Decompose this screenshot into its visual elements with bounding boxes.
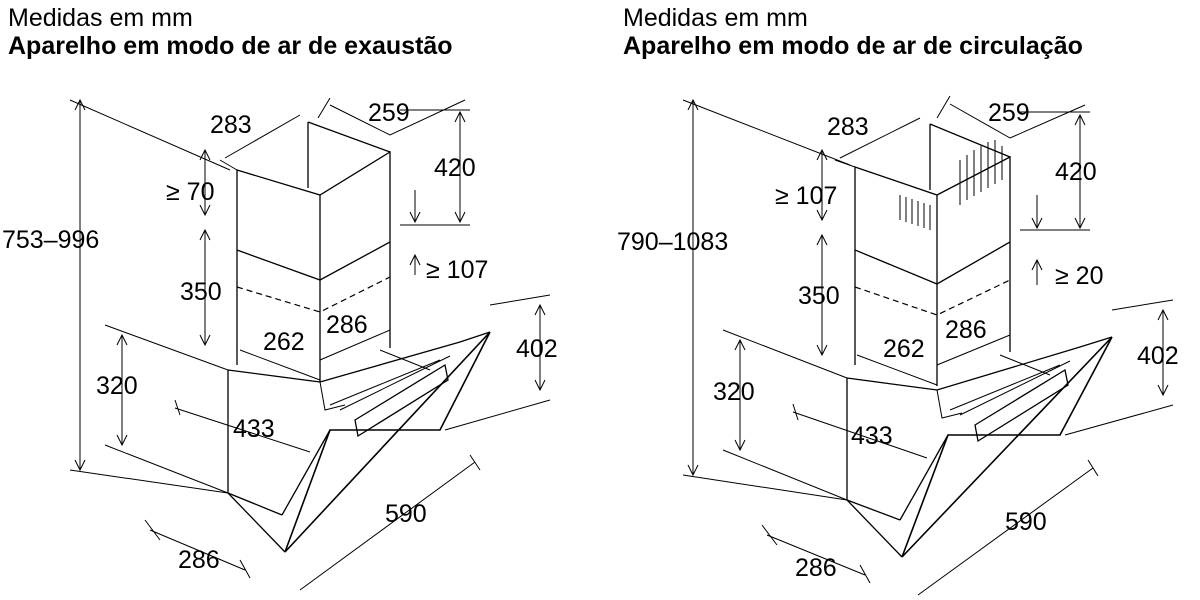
dim-depth: 286 (795, 554, 837, 582)
dim-inner-depth: 286 (945, 316, 987, 344)
hood-outline (227, 121, 491, 553)
panel-header: Medidas em mm Aparelho em modo de ar de … (8, 6, 453, 59)
dim-inner-depth: 286 (326, 311, 368, 339)
panel-recirculation-mode: Medidas em mm Aparelho em modo de ar de … (615, 0, 1200, 600)
hood-drawing: 283 259 790–1083 ≥ 107 420 ≥ 20 350 262 … (617, 95, 1179, 596)
mode-title: Aparelho em modo de ar de exaustão (8, 32, 453, 60)
dim-body-height: 320 (713, 378, 755, 406)
dim-upper-gap: ≥ 70 (166, 178, 214, 206)
dim-body-height: 320 (96, 372, 138, 400)
dim-width: 590 (385, 500, 427, 528)
dim-lower-height: 350 (180, 278, 222, 306)
dim-side-height: 402 (1137, 342, 1179, 370)
dim-width: 590 (1005, 508, 1047, 536)
dimension-labels: 283 259 790–1083 ≥ 107 420 ≥ 20 350 262 … (617, 99, 1179, 582)
dim-upper-height: 420 (434, 154, 476, 182)
dim-gap-right: ≥ 20 (1055, 262, 1103, 290)
dim-upper-height: 420 (1055, 158, 1097, 186)
dim-side-height: 402 (516, 335, 558, 363)
dim-chimney-depth: 259 (368, 99, 410, 127)
dim-chimney-width: 283 (827, 113, 869, 141)
dim-inner-width: 262 (883, 335, 925, 363)
dim-gap-right: ≥ 107 (426, 256, 488, 284)
dim-upper-gap: ≥ 107 (775, 182, 837, 210)
dim-chimney-width: 283 (210, 111, 252, 139)
mode-title: Aparelho em modo de ar de circulação (623, 32, 1083, 60)
dimension-lines (682, 95, 1174, 596)
dim-total-height: 790–1083 (617, 228, 728, 256)
dim-lower-height: 350 (798, 282, 840, 310)
vent-slots (899, 140, 1003, 230)
dim-body-depth: 433 (233, 415, 275, 443)
dim-body-depth: 433 (851, 422, 893, 450)
dimension-labels: 283 259 753–996 ≥ 70 420 ≥ 107 350 262 2… (2, 99, 558, 574)
dim-inner-width: 262 (263, 328, 305, 356)
panel-exhaust-mode: Medidas em mm Aparelho em modo de ar de … (2, 6, 558, 591)
dim-total-height: 753–996 (2, 226, 99, 254)
dimension-lines (69, 97, 551, 591)
panel-header: Medidas em mm Aparelho em modo de ar de … (623, 6, 1083, 59)
hood-drawing: 283 259 753–996 ≥ 70 420 ≥ 107 350 262 2… (2, 97, 558, 591)
dim-depth: 286 (178, 546, 220, 574)
dim-chimney-depth: 259 (988, 99, 1030, 127)
units-subtitle: Medidas em mm (623, 4, 808, 32)
units-subtitle: Medidas em mm (8, 4, 193, 32)
